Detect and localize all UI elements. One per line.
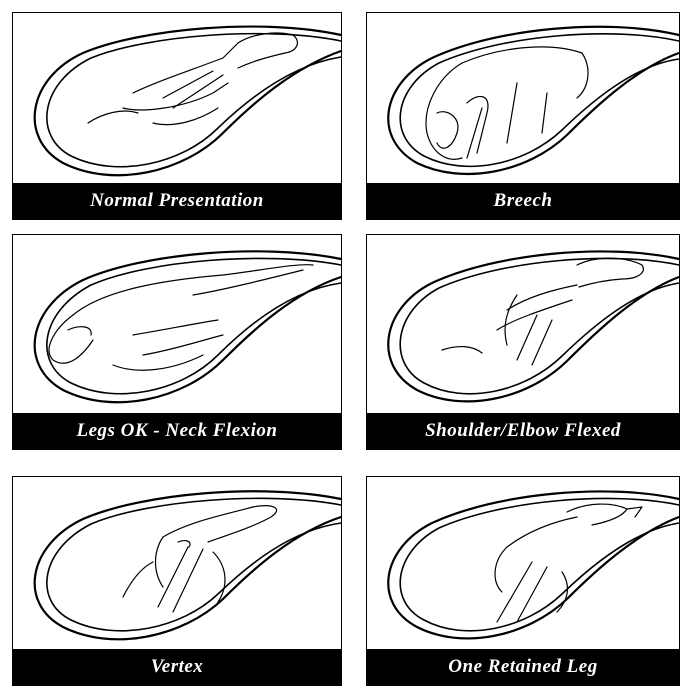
calf-figure: [88, 33, 297, 125]
uterus-outline: [388, 27, 679, 174]
panel-normal-presentation: Normal Presentation: [12, 12, 342, 220]
caption-one-retained-leg: One Retained Leg: [367, 649, 679, 685]
uterus-illustration: [367, 13, 681, 185]
calf-figure: [442, 258, 643, 365]
panel-one-retained-leg: One Retained Leg: [366, 476, 680, 686]
caption-shoulder-elbow-flexed: Shoulder/Elbow Flexed: [367, 413, 679, 449]
caption-normal-presentation: Normal Presentation: [13, 183, 341, 219]
uterus-outline: [35, 491, 341, 639]
uterus-illustration: [13, 477, 343, 651]
caption-breech: Breech: [367, 183, 679, 219]
calf-figure: [495, 504, 642, 622]
calf-figure: [49, 265, 313, 371]
panel-breech: Breech: [366, 12, 680, 220]
uterus-illustration: [367, 477, 681, 651]
calf-figure: [426, 47, 588, 159]
uterus-illustration: [13, 13, 343, 185]
caption-vertex: Vertex: [13, 649, 341, 685]
panel-shoulder-elbow-flexed: Shoulder/Elbow Flexed: [366, 234, 680, 450]
uterus-illustration: [13, 235, 343, 415]
panel-legs-ok-neck-flexion: Legs OK - Neck Flexion: [12, 234, 342, 450]
uterus-outline: [388, 251, 679, 401]
calf-figure: [123, 506, 277, 612]
panel-vertex: Vertex: [12, 476, 342, 686]
uterus-illustration: [367, 235, 681, 415]
caption-legs-ok-neck-flexion: Legs OK - Neck Flexion: [13, 413, 341, 449]
uterus-outline: [388, 491, 679, 638]
